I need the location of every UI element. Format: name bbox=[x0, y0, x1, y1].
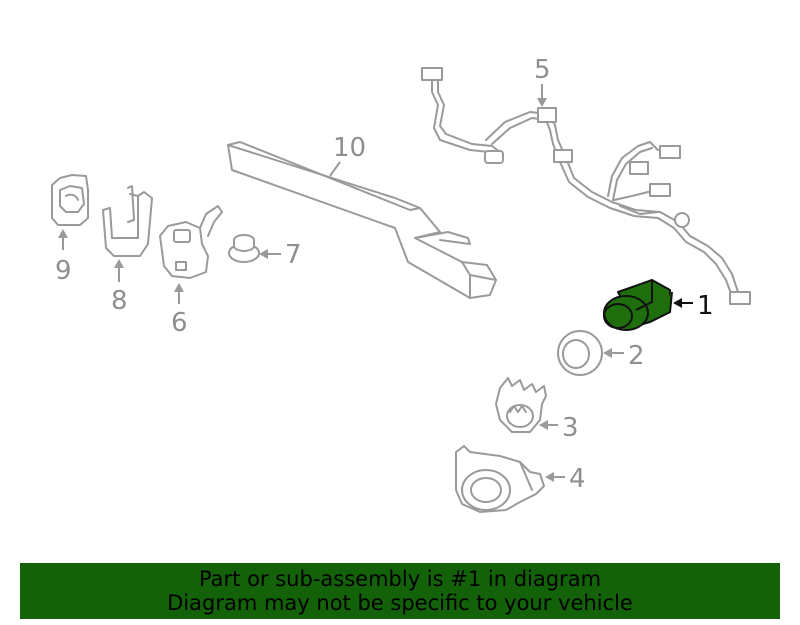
callout-2-label: 2 bbox=[628, 341, 645, 371]
callout-6[interactable]: 6 bbox=[171, 283, 188, 338]
harness-connector bbox=[421, 67, 443, 81]
callout-3-label: 3 bbox=[562, 413, 579, 443]
callout-8-arrow bbox=[114, 259, 124, 268]
callout-7-label: 7 bbox=[285, 240, 302, 270]
banner-line-2: Diagram may not be specific to your vehi… bbox=[167, 591, 633, 615]
callout-10-label: 10 bbox=[333, 133, 366, 163]
callout-4-arrow bbox=[545, 472, 554, 482]
callout-8[interactable]: 8 bbox=[111, 259, 128, 316]
callout-1-arrow bbox=[673, 298, 682, 308]
info-banner: Part or sub-assembly is #1 in diagram Di… bbox=[20, 563, 780, 619]
callout-4[interactable]: 4 bbox=[545, 464, 586, 494]
banner-line-1: Part or sub-assembly is #1 in diagram bbox=[198, 567, 602, 591]
callout-1[interactable]: 1 bbox=[673, 291, 714, 321]
callout-8-label: 8 bbox=[111, 286, 128, 316]
callout-5-label: 5 bbox=[534, 55, 551, 85]
callout-6-label: 6 bbox=[171, 308, 188, 338]
part-1-parking-sensor[interactable] bbox=[603, 279, 673, 331]
callout-4-label: 4 bbox=[569, 464, 586, 494]
callout-7[interactable]: 7 bbox=[259, 240, 302, 270]
part-2-sensor-ring[interactable] bbox=[557, 330, 603, 376]
parts-diagram: 10 5 9 bbox=[51, 55, 751, 513]
callout-3[interactable]: 3 bbox=[539, 413, 579, 443]
callout-5-arrow bbox=[537, 98, 547, 107]
part-5-wiring-harness[interactable] bbox=[421, 67, 751, 305]
callout-2[interactable]: 2 bbox=[603, 341, 645, 371]
callout-10-leader bbox=[329, 161, 341, 177]
part-9-bracket[interactable] bbox=[51, 174, 89, 226]
callout-10[interactable]: 10 bbox=[329, 133, 366, 177]
callout-7-arrow bbox=[259, 249, 268, 259]
callout-6-arrow bbox=[174, 283, 184, 292]
callout-9[interactable]: 9 bbox=[55, 229, 72, 286]
part-7-plug[interactable] bbox=[228, 234, 260, 263]
part-10-beam[interactable] bbox=[227, 141, 497, 299]
part-3-retainer[interactable] bbox=[495, 377, 547, 433]
part-6-sensor-holder[interactable] bbox=[159, 205, 223, 279]
callout-3-arrow bbox=[539, 420, 548, 430]
part-4-sensor-housing[interactable] bbox=[455, 445, 545, 513]
callout-2-arrow bbox=[603, 348, 612, 358]
part-8-bracket[interactable] bbox=[102, 185, 153, 257]
callout-9-label: 9 bbox=[55, 256, 72, 286]
callout-5[interactable]: 5 bbox=[534, 55, 551, 107]
callout-9-arrow bbox=[58, 229, 68, 238]
callout-1-label: 1 bbox=[697, 291, 714, 321]
